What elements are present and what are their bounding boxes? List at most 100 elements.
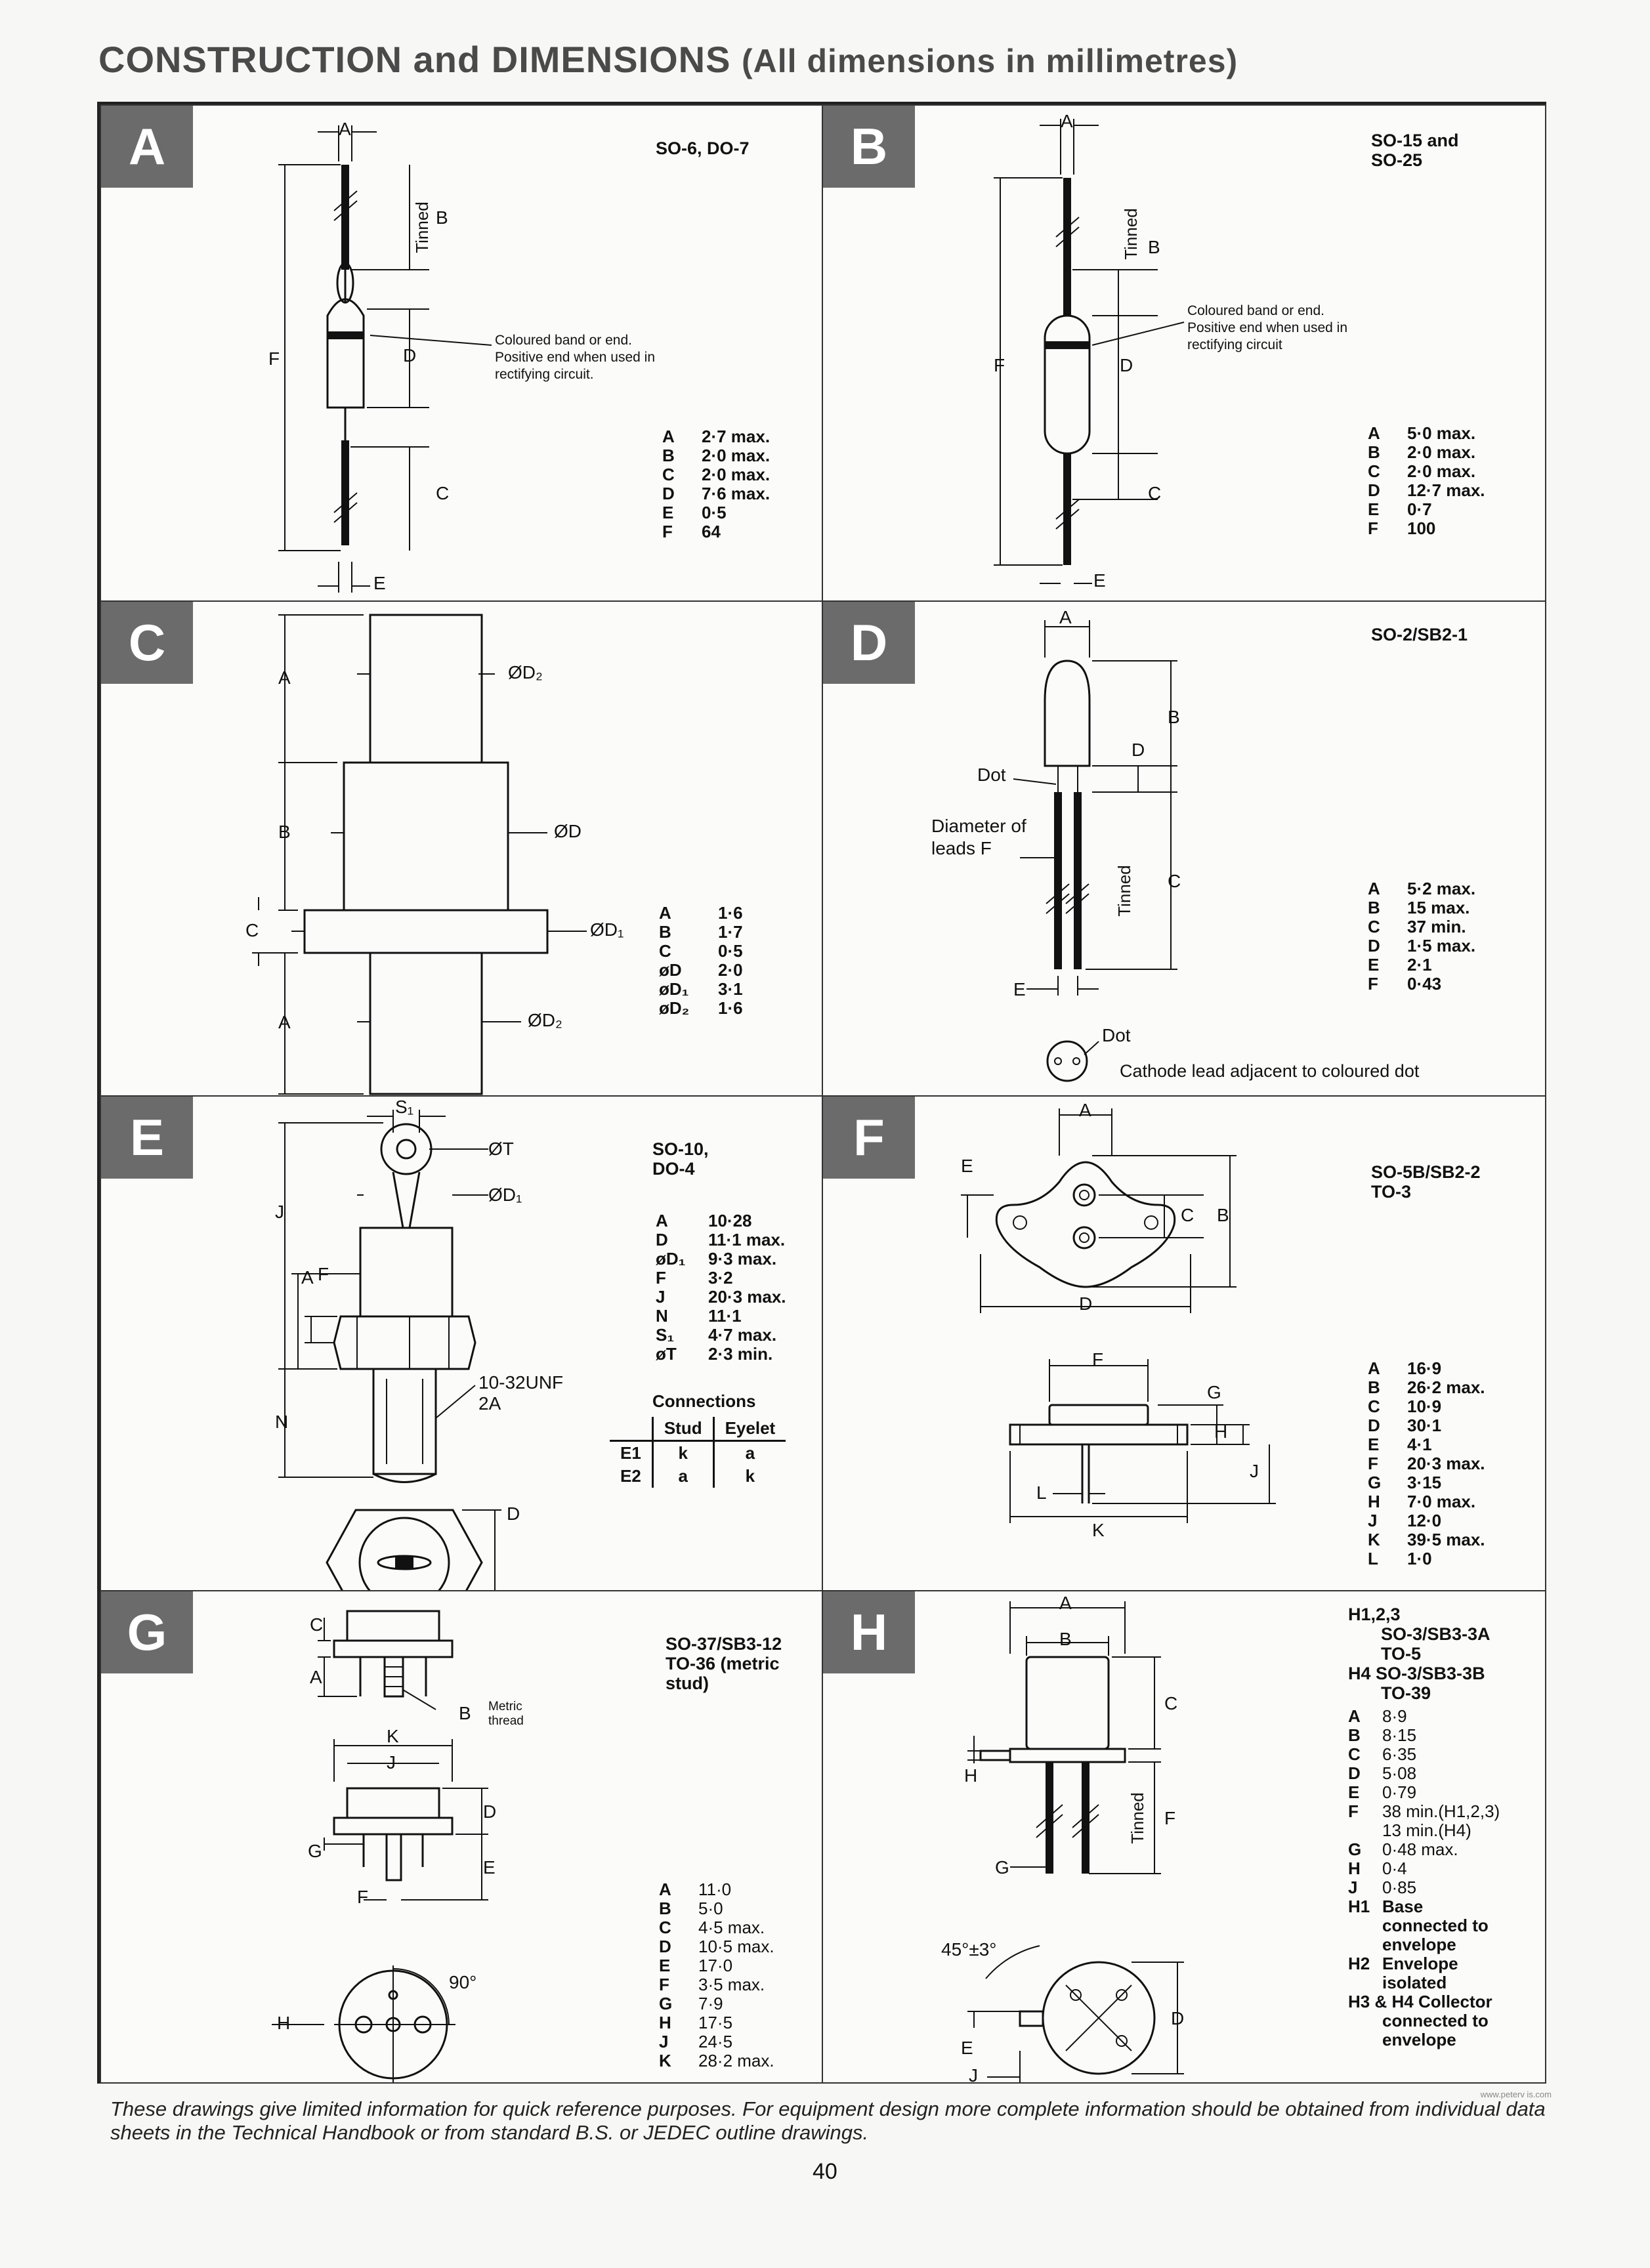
tinned-label: Tinned: [1120, 208, 1141, 260]
diode-outline-drawing: [278, 125, 492, 593]
to5-package-drawing: [967, 1601, 1184, 2082]
title-line: SO-3/SB3-3A: [1381, 1624, 1491, 1644]
panel-h: H H1,2,3 SO-3/SB3-3A TO-5 H4 SO-3/SB3-3B…: [822, 1590, 1546, 2084]
dim-e-label: E: [1013, 979, 1026, 999]
dim-b-label: B: [278, 822, 291, 842]
title-line: H1,2,3: [1348, 1605, 1401, 1624]
conn-header: Stud: [651, 1417, 714, 1442]
conn-header: [610, 1417, 653, 1442]
panel-letter: F: [823, 1097, 915, 1179]
drawing-grid: A SO-6, DO-7 A B C D E F: [97, 102, 1546, 2084]
panel-title: SO-5B/SB2-2 TO-3: [1371, 1162, 1481, 1202]
watermark-credit: www.peterv is.com: [1480, 2090, 1552, 2099]
diode-outline-drawing: [1013, 620, 1177, 1082]
dim-c-label: C: [1168, 871, 1181, 891]
panel-letter: B: [823, 106, 915, 188]
panel-b: B SO-15 and SO-25 A B C D E F Coloured b…: [822, 104, 1546, 603]
dim-a2-label: A: [278, 1012, 291, 1032]
dim-n-label: N: [275, 1412, 289, 1432]
dim-a-label: A: [339, 119, 351, 139]
dim-d2b-label: ØD₂: [528, 1010, 562, 1030]
dim-s1-label: S₁: [395, 1097, 414, 1117]
band-note: Coloured band or end. Positive end when …: [1187, 303, 1347, 352]
dim-row: 13 min.(H4): [1382, 1820, 1471, 1840]
dim-c-label: C: [245, 920, 259, 940]
dim-f-label: F: [318, 1264, 329, 1284]
dim-row: connected to: [1382, 1916, 1489, 1935]
conn-cell: E1: [620, 1443, 641, 1463]
dot-label: Dot: [977, 765, 1006, 785]
panel-a: A SO-6, DO-7 A B C D E F: [100, 104, 824, 603]
dim-e-label: E: [373, 573, 386, 593]
dim-a-label: A: [1059, 1593, 1072, 1613]
panel-d: D SO-2/SB2-1 A B D C E Dot Diameter of: [822, 600, 1546, 1098]
dim-d2-label: ØD₂: [508, 662, 543, 682]
dim-g-label: G: [1207, 1382, 1221, 1402]
package-outline-drawing: [252, 614, 587, 1095]
dim-b-label: B: [1168, 707, 1180, 727]
dim-l-label: L: [1036, 1482, 1047, 1503]
stud-package-drawing: [278, 1110, 501, 1591]
dim-g-label: G: [308, 1841, 322, 1861]
dim-t-label: ØT: [488, 1139, 514, 1159]
dim-e-label: E: [961, 2038, 973, 2058]
dim-d-label: D: [1171, 2008, 1185, 2028]
panel-title: SO-2/SB2-1: [1371, 625, 1468, 644]
tinned-label: Tinned: [412, 201, 432, 253]
conn-cell: k: [651, 1440, 714, 1465]
title-line: H4 SO-3/SB3-3B: [1348, 1664, 1485, 1683]
dim-d-label: D: [483, 1801, 497, 1822]
dim-d-label: D: [1079, 1293, 1093, 1314]
conn-cell: a: [651, 1465, 714, 1488]
dim-b-label: B: [436, 207, 448, 228]
panel-f: F SO-5B/SB2-2 TO-3 A: [822, 1095, 1546, 1593]
dim-j-label: J: [275, 1202, 284, 1222]
panel-letter: A: [101, 106, 193, 188]
dim-f-label: F: [268, 348, 280, 369]
dim-a-label: A: [1061, 111, 1073, 131]
footer-note: These drawings give limited information …: [110, 2097, 1546, 2144]
dim-d-label: D: [507, 1503, 520, 1524]
conn-cell: k: [712, 1465, 786, 1488]
dim-a-label: A: [1059, 607, 1072, 627]
dim-d-label: D: [1132, 740, 1145, 760]
diode-outline-drawing: [994, 119, 1185, 584]
dim-c-label: C: [310, 1614, 324, 1635]
